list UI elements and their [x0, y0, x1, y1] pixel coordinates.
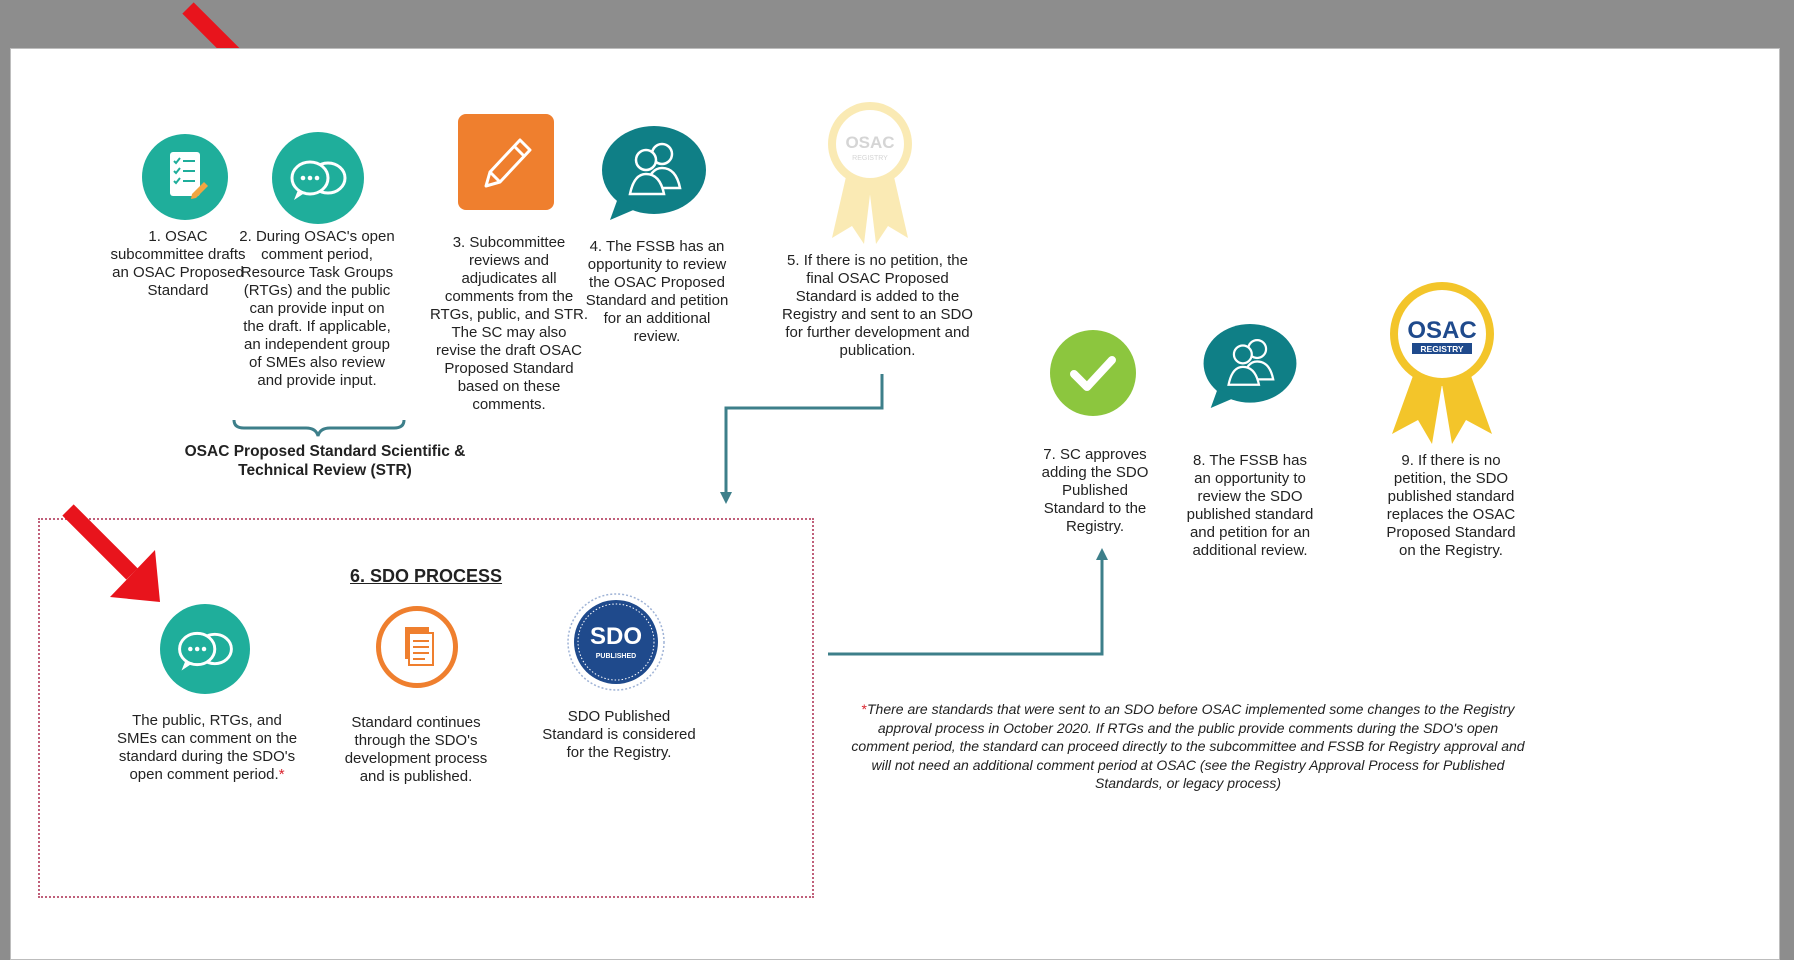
asterisk-mark: * [278, 766, 285, 783]
step-1-caption: 1. OSAC subcommittee drafts an OSAC Prop… [110, 228, 246, 299]
sdo-item-3-caption: SDO Published Standard is considered for… [542, 708, 696, 761]
diagram-frame: 1. OSAC subcommittee drafts an OSAC Prop… [10, 48, 1780, 960]
red-arrow-bottom [62, 504, 160, 602]
badge-sdo: SDO [590, 623, 642, 650]
sdo-item-1-caption: The public, RTGs, and SMEs can comment o… [102, 712, 312, 784]
chat-bubbles-icon [160, 604, 250, 694]
badge-osac-faded: OSAC [845, 133, 894, 152]
sdo-published-seal-icon: SDO PUBLISHED [566, 592, 666, 692]
faded-ribbon-icon: OSAC REGISTRY [820, 98, 920, 248]
connector-5-to-6 [720, 374, 884, 504]
osac-registry-ribbon-icon: OSAC REGISTRY [1382, 276, 1502, 446]
connector-6-to-7 [828, 548, 1108, 656]
badge-osac: OSAC [1407, 317, 1476, 344]
step-9-caption: 9. If there is no petition, the SDO publ… [1386, 452, 1516, 559]
footnote-text: There are standards that were sent to an… [851, 701, 1525, 791]
step-3-caption: 3. Subcommittee reviews and adjudicates … [429, 234, 589, 413]
footnote-asterisk: * [861, 701, 867, 717]
badge-published: PUBLISHED [596, 653, 636, 660]
step-5-caption: 5. If there is no petition, the final OS… [782, 252, 973, 359]
step-8-caption: 8. The FSSB has an opportunity to review… [1186, 452, 1314, 559]
footnote: *There are standards that were sent to a… [848, 700, 1528, 793]
str-bracket [232, 419, 406, 437]
sdo-item-2-caption: Standard continues through the SDO's dev… [344, 714, 488, 785]
chat-bubbles-icon [272, 132, 364, 224]
badge-registry-faded: REGISTRY [852, 155, 888, 162]
sdo-process-box [38, 518, 814, 898]
people-icon [1200, 320, 1300, 412]
sdo-process-title: 6. SDO PROCESS [350, 566, 503, 586]
document-icon [376, 606, 458, 688]
badge-registry: REGISTRY [1420, 344, 1463, 354]
sdo-item-1-text: The public, RTGs, and SMEs can comment o… [116, 712, 298, 783]
checkmark-icon [1050, 330, 1136, 416]
step-2-caption: 2. During OSAC's open comment period, Re… [239, 228, 395, 389]
checklist-icon [142, 134, 228, 220]
str-label: OSAC Proposed Standard Scientific & Tech… [184, 443, 466, 479]
people-icon [598, 124, 710, 222]
step-7-caption: 7. SC approves adding the SDO Published … [1041, 446, 1149, 535]
step-4-caption: 4. The FSSB has an opportunity to review… [585, 238, 729, 345]
pencil-icon [458, 114, 554, 210]
